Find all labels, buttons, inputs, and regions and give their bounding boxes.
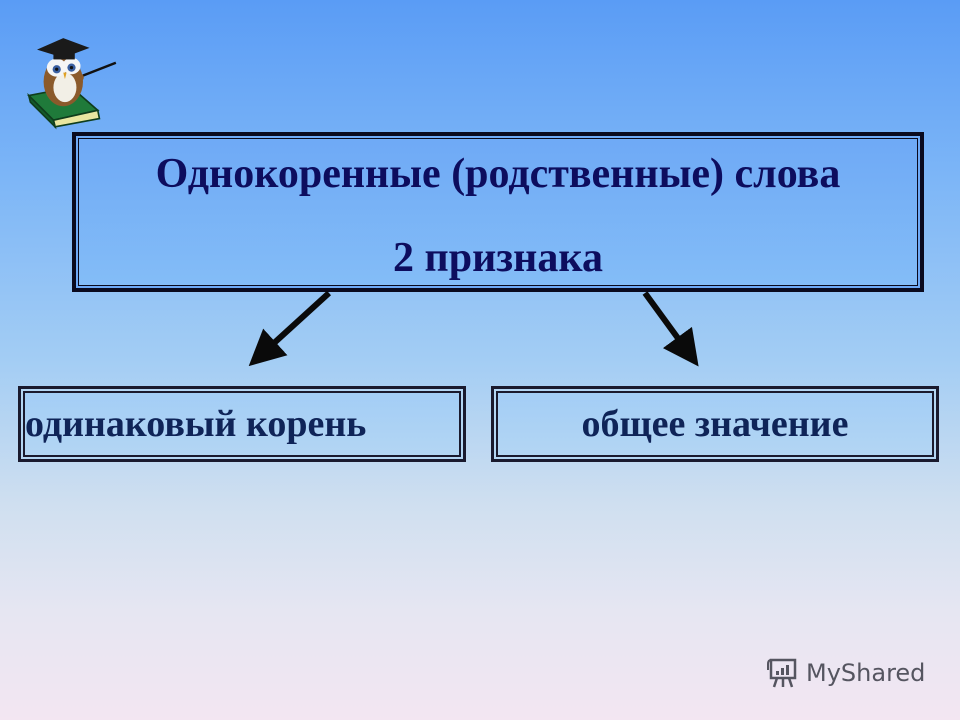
branch-box-common-meaning: общее значение	[491, 386, 939, 462]
arrow-right-icon	[642, 291, 699, 367]
main-subtitle: 2 признака	[393, 235, 603, 281]
owl-professor-icon	[27, 38, 117, 130]
presentation-board-icon	[767, 658, 797, 688]
main-concept-box: Однокоренные (родственные) слова 2 призн…	[72, 132, 924, 292]
arrow-left-icon	[248, 290, 332, 367]
branch-label-same-root: одинаковый корень	[25, 403, 367, 445]
branch-label-common-meaning: общее значение	[581, 403, 849, 445]
watermark: MyShared	[766, 656, 925, 690]
branch-box-same-root: одинаковый корень	[18, 386, 466, 462]
main-title: Однокоренные (родственные) слова	[155, 151, 841, 197]
watermark-text: MyShared	[806, 659, 926, 687]
